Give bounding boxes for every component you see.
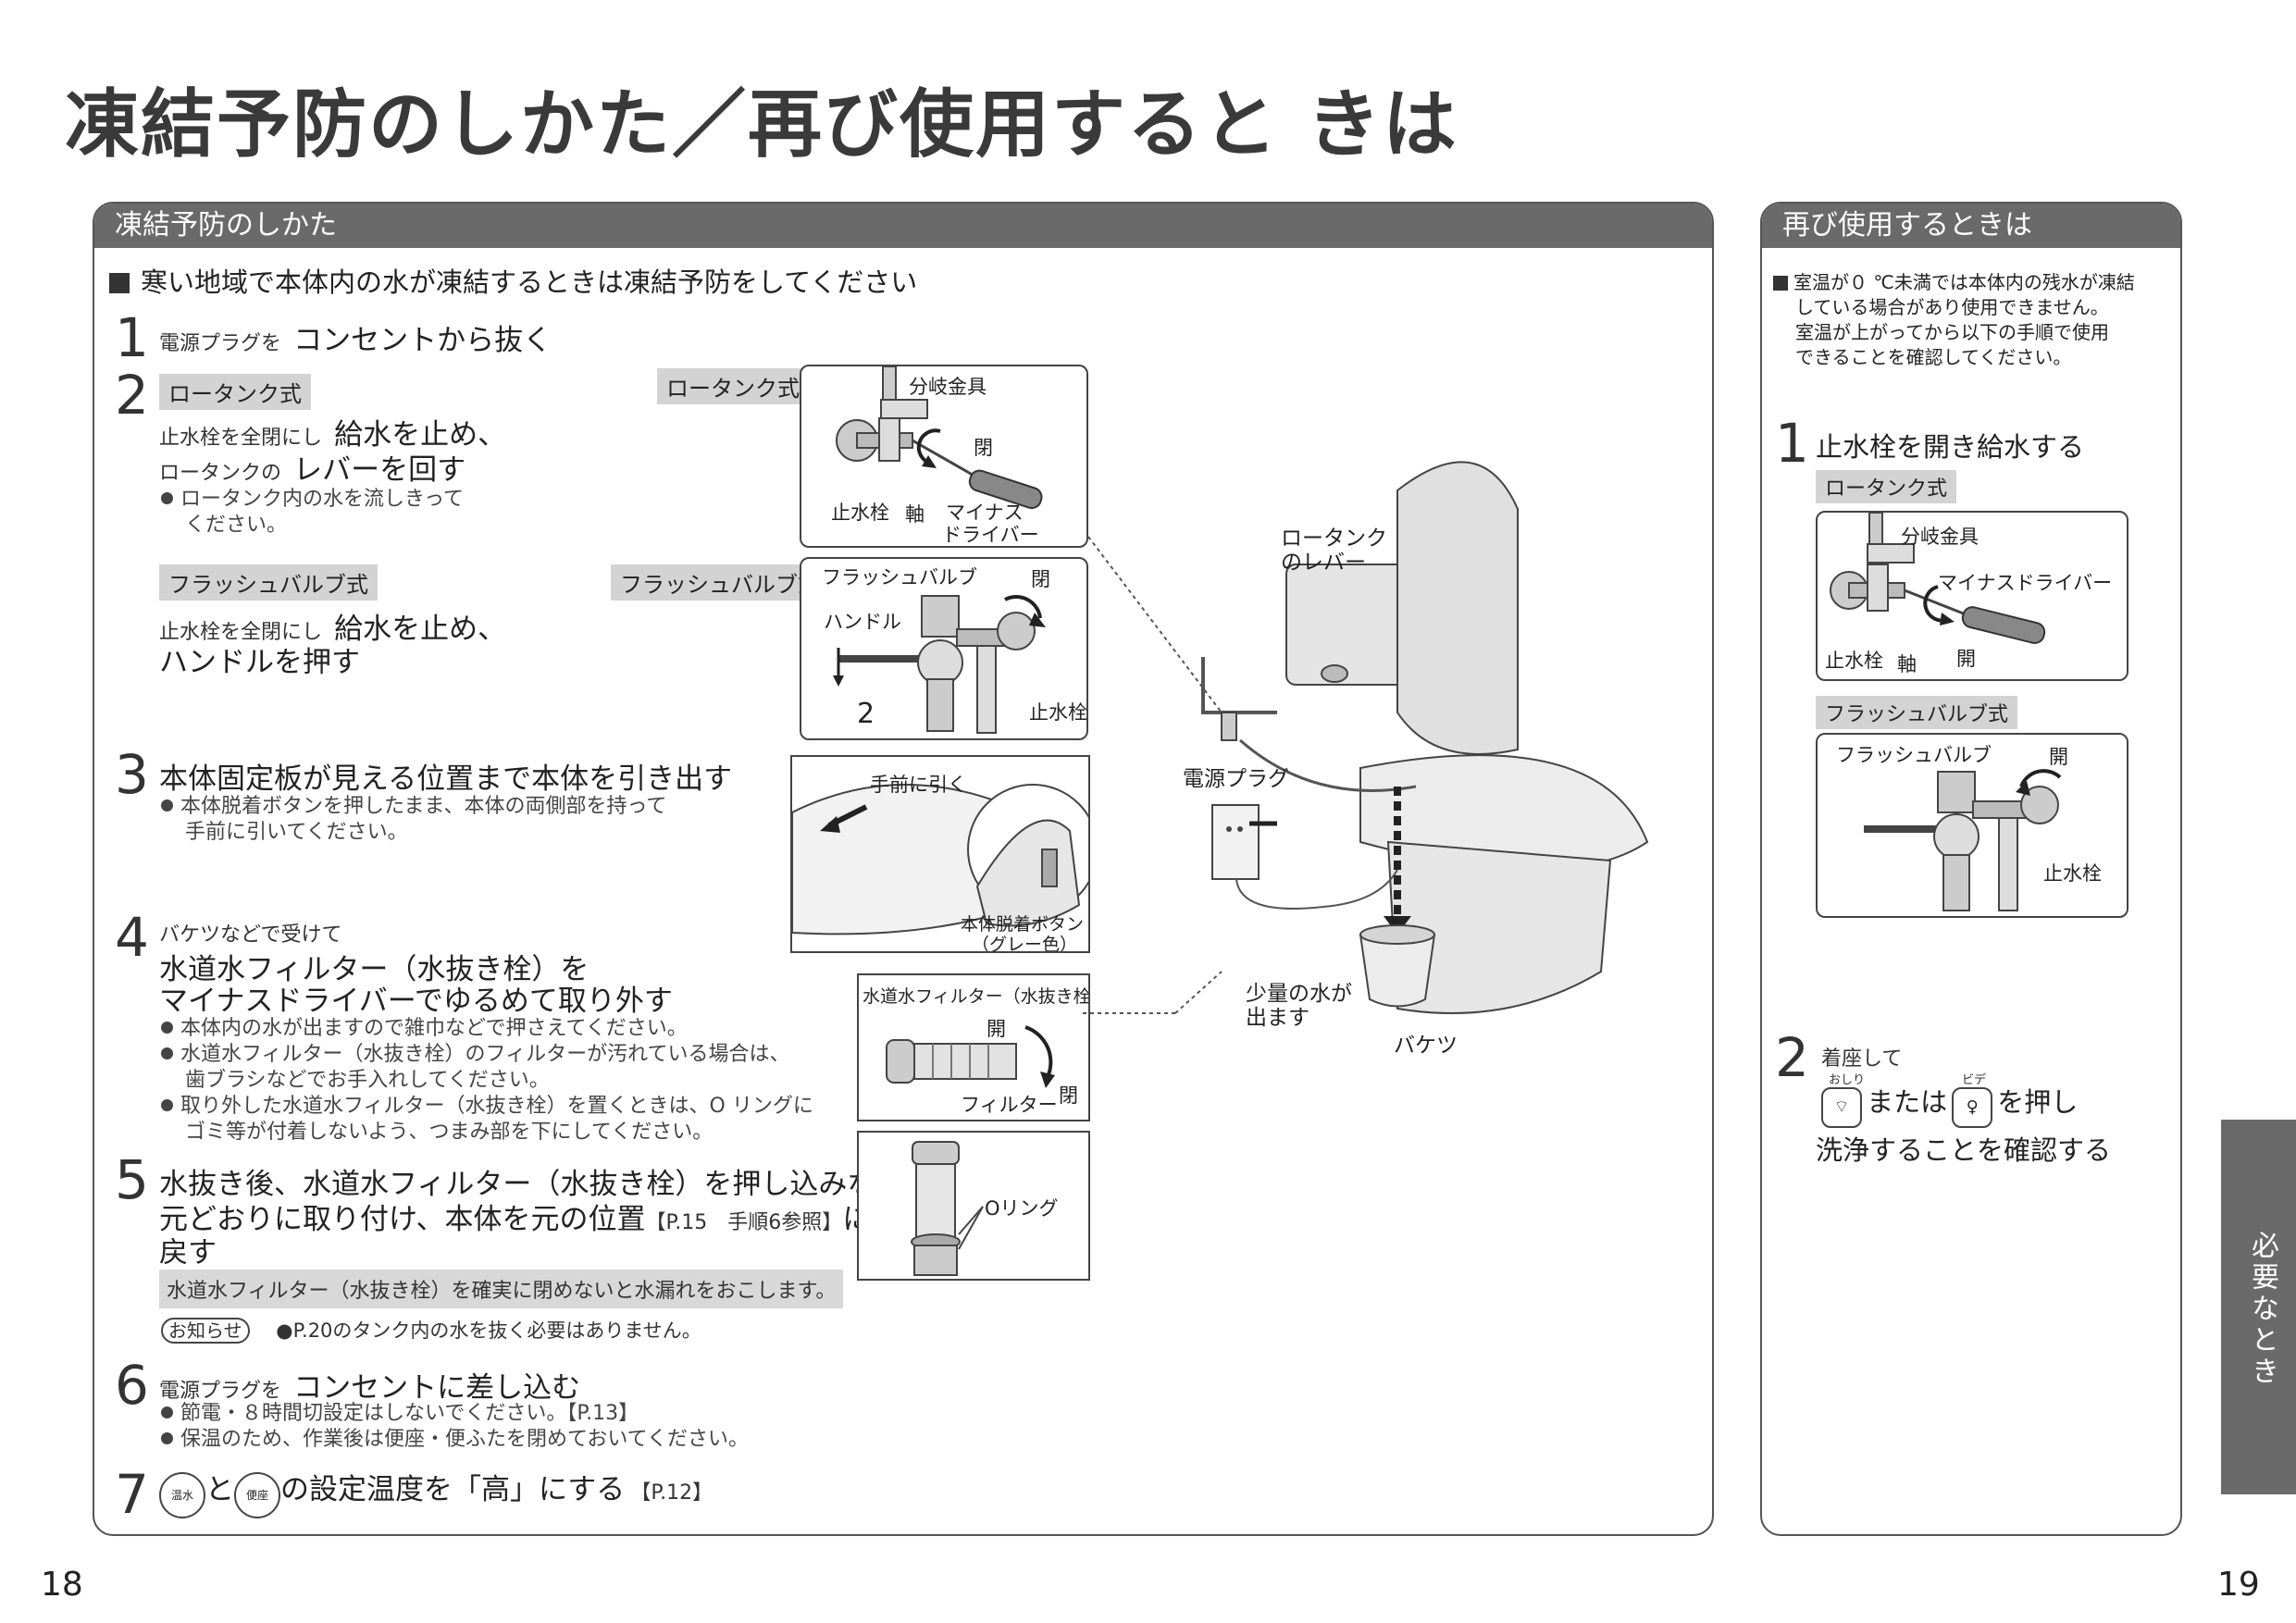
bullet-icon — [161, 799, 173, 812]
bullet-icon — [161, 1406, 173, 1419]
water-filter-drawing — [886, 1025, 1055, 1088]
step-5-main1: 水抜き後、水道水フィルター（水抜き栓）を押し込みながら — [159, 1168, 934, 1201]
ruby-bidet: ビデ — [1962, 1073, 1987, 1087]
lever-label: ロータンク — [1281, 527, 1387, 551]
page-ref-link[interactable]: 【P.15 手順6参照】 — [645, 1211, 843, 1234]
ruby-oshiri: おしり — [1829, 1073, 1866, 1087]
step-2-lowtank-line2: ロータンクの レバーを回す — [159, 453, 466, 487]
square-bullet-icon — [1773, 276, 1788, 291]
freeze-prevention-header: 凍結予防のしかた — [94, 204, 1712, 248]
page-number-left: 18 — [41, 1566, 83, 1604]
step-1-text: 電源プラグを コンセントから抜く — [159, 324, 552, 357]
plug-label: 電源プラグ — [1183, 767, 1289, 791]
water-label-2: 出ます — [1246, 1006, 1309, 1030]
reuse-lowtank-drawing — [1830, 513, 2046, 644]
seat-button-icon: 便座 — [234, 1471, 280, 1518]
bucket-label: バケツ — [1394, 1034, 1458, 1058]
step-7-text: 温水と便座の設定温度を「高」にする【P.12】 — [159, 1466, 713, 1518]
bullet-icon — [161, 492, 173, 504]
freeze-notice: 寒い地域で本体内の水が凍結するときは凍結予防をしてください — [109, 261, 917, 300]
reuse-flush-drawing — [1864, 769, 2062, 911]
step-2-flush-line2: ハンドルを押す — [159, 646, 360, 679]
step-3-number: 3 — [115, 743, 149, 806]
step-4-main1: 水道水フィルター（水抜き栓）を — [159, 953, 590, 986]
step-3-text: 本体固定板が見える位置まで本体を引き出す — [159, 762, 733, 796]
reuse-fig-lowtank: 分岐金具 マイナスドライバー 止水栓 軸 開 — [1816, 511, 2128, 681]
reuse-step-2-buttons: ⌔ または ♀ を押し — [1821, 1081, 2078, 1128]
step-7-number: 7 — [115, 1463, 149, 1526]
reuse-lowtank-tag: ロータンク式 — [1816, 470, 1957, 503]
flush-valve-drawing — [833, 594, 1046, 734]
warm-water-button-icon: 温水 — [159, 1471, 205, 1518]
fig-lowtank-valve: 分岐金具 閉 止水栓 軸 マイナス ドライバー — [800, 365, 1088, 548]
fig-lowtank-tag: ロータンク式 — [657, 368, 809, 404]
lowtank-tag: ロータンク式 — [159, 374, 311, 410]
fig-water-filter: 水道水フィルター（水抜き栓） 開 フィルター 閉 — [857, 973, 1090, 1121]
fig-flush-tag: フラッシュバルブ式 — [611, 564, 829, 601]
step-5-main2: 元どおりに取り付け、本体を元の位置【P.15 手順6参照】に — [159, 1203, 871, 1236]
step-1-number: 1 — [115, 306, 149, 369]
reuse-step-1-text: 止水栓を開き給水する — [1816, 431, 2085, 463]
reuse-step-2-number: 2 — [1775, 1026, 1809, 1089]
reuse-step-2-main: 洗浄することを確認する — [1816, 1134, 2112, 1166]
toilet-illustration — [1083, 461, 1649, 1014]
reuse-header: 再び使用するときは — [1762, 204, 2180, 248]
step-4-small: バケツなどで受けて — [159, 923, 342, 947]
step-6-number: 6 — [115, 1354, 149, 1417]
bullet-icon — [161, 1099, 173, 1111]
reuse-notice: 室温が０ ℃未満では本体内の残水が凍結 している場合があり使用できません。 室温… — [1773, 270, 2135, 370]
step-5-number: 5 — [115, 1148, 149, 1211]
water-label: 少量の水が — [1246, 982, 1352, 1006]
step-4-number: 4 — [115, 906, 149, 969]
bullet-icon — [161, 1022, 173, 1034]
pull-forward-drawing — [792, 784, 1088, 935]
flushvalve-tag: フラッシュバルブ式 — [159, 564, 378, 601]
lowtank-valve-drawing — [836, 366, 1043, 510]
notice-line: お知らせ ●P.20のタンク内の水を抜く必要はありません。 — [161, 1316, 701, 1344]
bidet-button-icon: ♀ — [1952, 1086, 1993, 1128]
reuse-fig-flush: フラッシュバルブ 開 止水栓 — [1816, 733, 2128, 918]
reuse-step-1-number: 1 — [1775, 412, 1809, 475]
step-4-main2: マイナスドライバーでゆるめて取り外す — [159, 985, 673, 1018]
square-bullet-icon — [109, 273, 130, 293]
page-ref-link[interactable]: 【P.12】 — [630, 1481, 714, 1505]
step-2-flush-line1: 止水栓を全閉にし 給水を止め、 — [159, 613, 507, 646]
bottom-wash-button-icon: ⌔ — [1821, 1086, 1862, 1128]
oshirase-label: お知らせ — [161, 1318, 250, 1344]
page-number-right: 19 — [2217, 1566, 2260, 1604]
fig-pull-forward: 手前に引く 本体脱着ボタン （グレー色） — [790, 755, 1090, 953]
fig-flush-valve: フラッシュバルブ ハンドル 2 閉 止水栓 — [800, 557, 1088, 740]
bullet-icon — [161, 1432, 173, 1444]
step-3-bullet: 本体脱着ボタンを押したまま、本体の両側部を持って 手前に引いてください。 — [161, 794, 666, 846]
reuse-flush-tag: フラッシュバルブ式 — [1816, 696, 2018, 729]
side-tab[interactable]: 必要なとき — [2221, 1120, 2296, 1494]
step-2-bullet: ロータンク内の水を流しきって ください。 — [161, 487, 464, 539]
step-5-main3: 戻す — [159, 1236, 217, 1270]
step-2-number: 2 — [115, 364, 149, 427]
step-4-bullets: 本体内の水が出ますので雑巾などで押さえてください。 水道水フィルター（水抜き栓）… — [161, 1016, 813, 1146]
step-6-text: 電源プラグを コンセントに差し込む — [159, 1371, 581, 1405]
step-2-lowtank-line1: 止水栓を全閉にし 給水を止め、 — [159, 418, 507, 452]
reuse-step-2-small: 着座して — [1821, 1047, 1903, 1071]
oring-drawing — [911, 1141, 984, 1276]
step-6-bullets: 節電・８時間切設定はしないでください。【P.13】 保温のため、作業後は便座・便… — [161, 1401, 749, 1453]
caution-box: 水道水フィルター（水抜き栓）を確実に閉めないと水漏れをおこします。 — [159, 1270, 844, 1308]
bullet-icon — [161, 1047, 173, 1059]
fig-oring: Oリング — [857, 1131, 1090, 1281]
lever-label-2: のレバー — [1281, 551, 1366, 575]
page-title: 凍結予防のしかた／再び使用すると きは — [65, 81, 1458, 167]
